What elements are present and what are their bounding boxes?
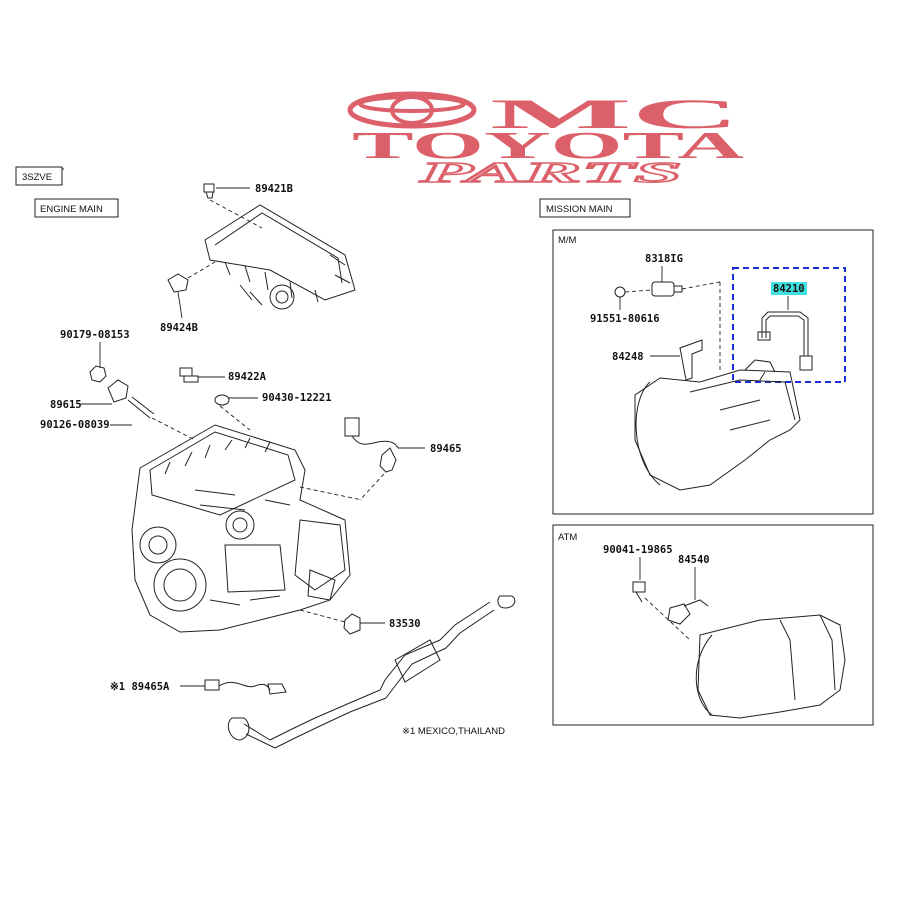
mtm-label: M/M <box>558 235 577 246</box>
mission-main-box: MISSION MAIN <box>539 198 631 218</box>
label-89421B: 89421B <box>255 183 293 195</box>
sensor-89422A-drawing <box>179 367 225 383</box>
switch-8318IG-drawing <box>651 281 683 297</box>
label-84248: 84248 <box>612 351 644 363</box>
label-90430-12221: 90430-12221 <box>262 392 332 404</box>
oxygen-sensor-89465-drawing <box>299 417 425 501</box>
intake-manifold-drawing <box>204 204 356 310</box>
manual-transmission-drawing <box>634 359 801 491</box>
label-8318IG: 8318IG <box>645 253 683 265</box>
label-90126-08039: 90126-08039 <box>40 419 110 431</box>
pipe-84210-drawing <box>757 311 813 371</box>
label-84210: 84210 <box>773 283 805 295</box>
atm-section: ATM 90041-19865 84540 <box>552 524 874 726</box>
gasket-90430-drawing <box>214 394 258 431</box>
switch-83530-drawing <box>299 609 385 635</box>
mission-main-label: MISSION MAIN <box>546 204 613 215</box>
stud-90126-drawing <box>110 396 196 441</box>
atm-label: ATM <box>558 532 577 543</box>
label-90179-08153: 90179-08153 <box>60 329 130 341</box>
exhaust-pipe-drawing <box>227 595 516 749</box>
bracket-84248-drawing <box>679 339 703 381</box>
nut-90179-drawing <box>89 365 107 383</box>
label-84540: 84540 <box>678 554 710 566</box>
automatic-transmission-drawing <box>695 614 846 719</box>
label-83530: 83530 <box>389 618 421 630</box>
switch-84540-drawing <box>667 599 709 625</box>
logo-line-2: TOYOTA <box>352 125 745 167</box>
oxygen-sensor-89465A-drawing <box>180 679 287 695</box>
logo-line-1: MC <box>490 92 740 138</box>
highlight-box <box>732 267 846 383</box>
bolt-90041-drawing <box>632 581 646 603</box>
bolt-91551-drawing <box>614 286 653 310</box>
engine-code-box: 3SZVE <box>15 166 64 186</box>
engine-main-label: ENGINE MAIN <box>40 204 103 215</box>
label-91551-80616: 91551-80616 <box>590 313 660 325</box>
engine-code: 3SZVE <box>22 172 52 183</box>
footnote: ※1 MEXICO,THAILAND <box>402 726 505 737</box>
mtm-section: M/M 8318IG 91551-80616 84210 84 <box>552 229 874 515</box>
knock-sensor-89615-drawing <box>80 379 129 405</box>
logo-line-3: PARTS <box>417 158 682 189</box>
sensor-89421B-drawing <box>203 183 263 229</box>
label-89465: 89465 <box>430 443 462 455</box>
logo: MC TOYOTA PARTS <box>347 91 745 190</box>
highlight-84210 <box>771 282 807 295</box>
engine-main-box: ENGINE MAIN <box>34 198 119 218</box>
label-90041-19865: 90041-19865 <box>603 544 673 556</box>
label-89615: 89615 <box>50 399 82 411</box>
engine-block-drawing <box>131 424 351 633</box>
label-89422A: 89422A <box>228 371 267 383</box>
toyota-emblem-icon <box>347 91 477 129</box>
sensor-89424B-drawing <box>167 261 216 319</box>
label-89465A: ※1 89465A <box>110 681 170 693</box>
label-89424B: 89424B <box>160 322 198 334</box>
